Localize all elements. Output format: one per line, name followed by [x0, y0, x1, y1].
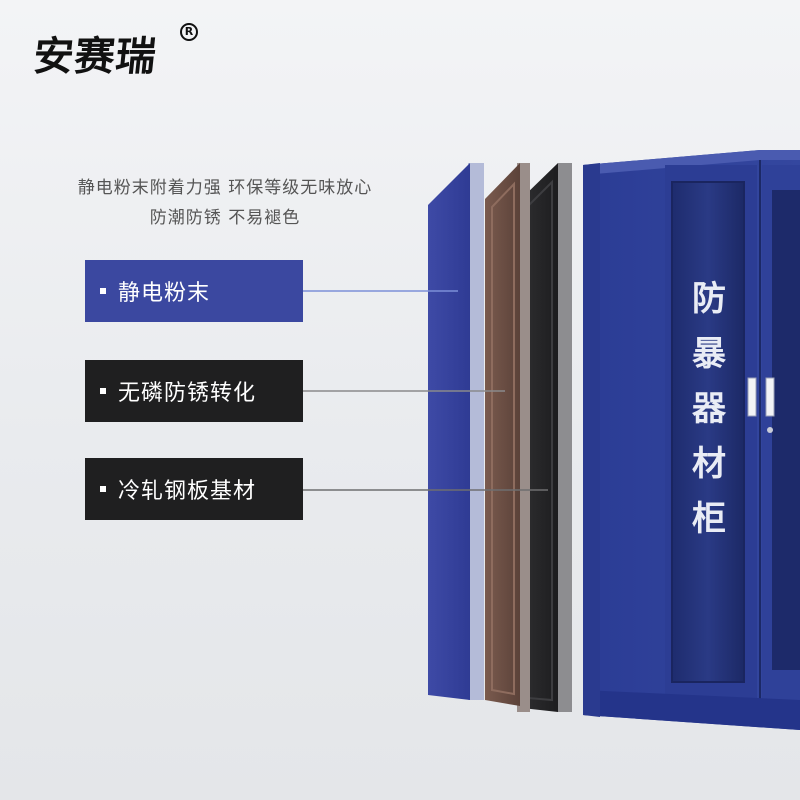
layer-label-powder: 静电粉末 — [85, 260, 303, 322]
bullet-icon — [100, 288, 106, 294]
cold-rolled-steel-panel — [522, 163, 572, 712]
bullet-icon — [100, 486, 106, 492]
cabinet — [583, 150, 800, 730]
cabinet-label-char: 器 — [692, 389, 727, 429]
tagline-line-2: 防潮防锈 不易褪色 — [149, 208, 301, 228]
cabinet-label-char: 暴 — [692, 334, 726, 374]
layer-label-text: 无磷防锈转化 — [118, 381, 257, 406]
powder-coat-panel — [428, 163, 484, 700]
bullet-icon — [100, 388, 106, 394]
tagline-line-1: 静电粉末附着力强 环保等级无味放心 — [77, 178, 373, 198]
layer-label-antirust: 无磷防锈转化 — [85, 360, 303, 422]
cabinet-label-char: 防 — [692, 279, 726, 319]
registered-mark-icon: R — [180, 23, 198, 41]
layer-label-text: 冷轧钢板基材 — [118, 479, 257, 504]
cabinet-label: 防 暴 器 材 柜 — [692, 279, 727, 539]
layer-label-steel: 冷轧钢板基材 — [85, 458, 303, 520]
layer-label-text: 静电粉末 — [118, 281, 211, 306]
cabinet-label-char: 柜 — [692, 499, 726, 539]
cabinet-label-char: 材 — [692, 444, 726, 484]
anti-rust-panel — [485, 163, 530, 712]
